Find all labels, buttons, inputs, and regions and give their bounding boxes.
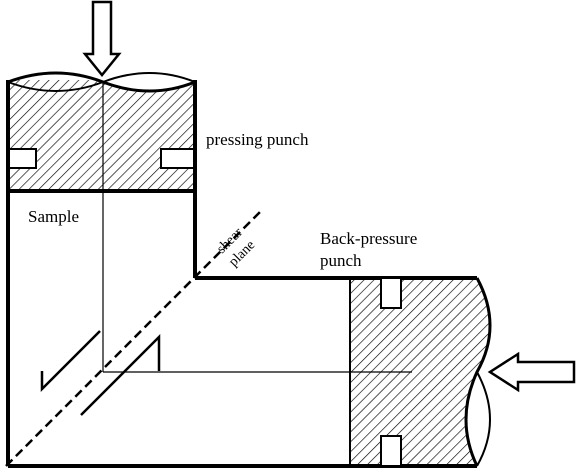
punch-slot-right: [160, 148, 196, 169]
back-pressure-punch-label: punch: [320, 251, 362, 270]
shear-markers: [40, 330, 161, 416]
pressing-punch: [7, 71, 196, 192]
back-pressure-punch: [350, 277, 492, 467]
shear-plane-line: [5, 209, 263, 467]
punch-slot-top: [380, 277, 402, 309]
down-arrow-icon: [82, 0, 122, 77]
sample-label: Sample: [28, 207, 79, 226]
back-pressure-label: Back-pressure: [320, 229, 417, 248]
left-arrow-icon: [487, 351, 576, 393]
die-channel: [6, 80, 477, 468]
punch-slot-bottom: [380, 435, 402, 467]
punch-slot-left: [7, 148, 37, 169]
pressing-punch-label: pressing punch: [206, 130, 309, 149]
sample-element-lines: [102, 192, 350, 373]
